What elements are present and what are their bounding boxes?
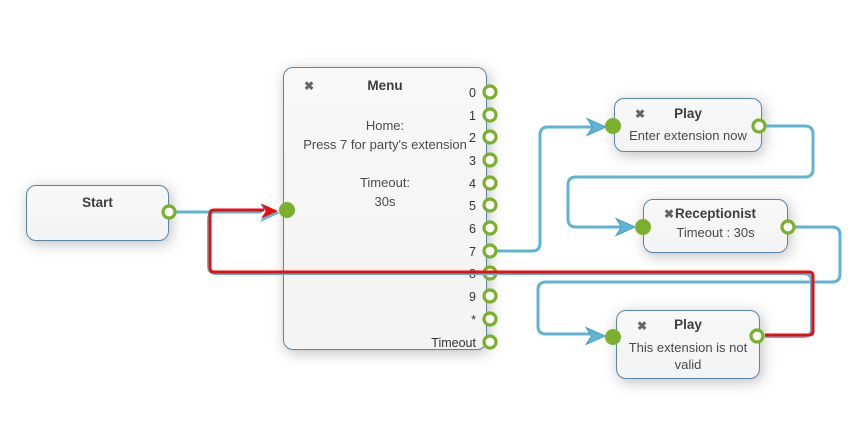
node-receptionist[interactable]: ✖ Receptionist Timeout : 30s: [643, 199, 788, 253]
menu-port-label-4: 4: [469, 177, 476, 191]
node-title: Play: [674, 317, 702, 332]
arrowhead-menu-in: [261, 203, 278, 219]
connector-menu7-to-play-enter[interactable]: [497, 125, 592, 253]
node-body: Home: Press 7 for party's extension Time…: [284, 116, 486, 211]
node-start[interactable]: Start: [26, 185, 169, 241]
menu-port-label-timeout: Timeout: [431, 336, 476, 350]
menu-home-label: Home:: [365, 118, 405, 133]
node-title: Menu: [367, 78, 403, 93]
menu-port-label-8: 8: [469, 267, 476, 281]
node-play-invalid[interactable]: ✖ Play This extension is not valid: [616, 310, 760, 379]
menu-port-label-6: 6: [469, 222, 476, 236]
arrowhead-menu-in-underlay: [260, 204, 280, 222]
menu-home-text: Press 7 for party's extension: [303, 137, 467, 152]
arrowhead-play-invalid-in: [584, 326, 607, 346]
arrowhead-receptionist-in: [614, 217, 637, 237]
close-icon[interactable]: ✖: [304, 79, 315, 93]
menu-port-label-9: 9: [469, 290, 476, 304]
menu-port-label-0: 0: [469, 86, 476, 100]
menu-port-label-3: 3: [469, 154, 476, 168]
menu-timeout-label: Timeout:: [359, 175, 411, 190]
node-menu[interactable]: ✖ Menu Home: Press 7 for party's extensi…: [283, 67, 487, 350]
node-title: Start: [82, 195, 113, 210]
menu-port-label-2: 2: [469, 131, 476, 145]
node-play-enter[interactable]: ✖ Play Enter extension now: [614, 98, 762, 152]
menu-port-label-7: 7: [469, 245, 476, 259]
node-title: Play: [674, 106, 702, 121]
node-body: Enter extension now: [629, 128, 747, 143]
close-icon[interactable]: ✖: [635, 107, 646, 121]
node-body: This extension is not valid: [628, 340, 748, 372]
menu-port-label-5: 5: [469, 199, 476, 213]
menu-port-label-1: 1: [469, 109, 476, 123]
menu-timeout-value: 30s: [374, 194, 396, 209]
node-body: Timeout : 30s: [676, 225, 755, 240]
node-title: Receptionist: [674, 206, 756, 221]
menu-port-label-star: *: [471, 313, 476, 327]
arrowhead-play-enter-in: [585, 117, 608, 137]
